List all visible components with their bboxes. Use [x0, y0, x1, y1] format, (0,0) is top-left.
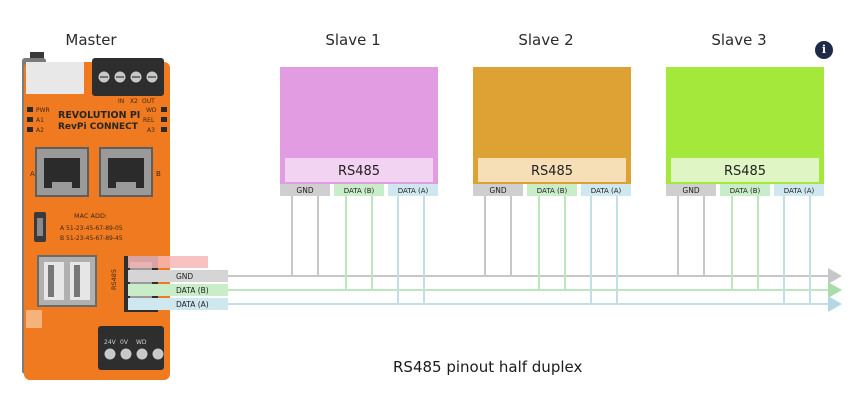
brand-line-2: RevPi CONNECT [58, 122, 139, 132]
usb-ports [37, 255, 97, 307]
wire-label-data-a: DATA (A) [176, 300, 209, 309]
terminal-label-wd: WD [136, 339, 147, 346]
slave-2-rs485-strip [478, 158, 626, 182]
slave-3-pin-data-b [720, 184, 770, 196]
bottom-terminal-block [98, 326, 164, 370]
slave-2-pin-data-a [581, 184, 631, 196]
terminal-label-in: IN [118, 98, 124, 105]
slave-1-pin-label-data-a: DATA (A) [398, 187, 429, 195]
slave-1-rs485-label: RS485 [338, 164, 380, 179]
info-icon[interactable]: i [815, 41, 833, 59]
wire-highlight-band [128, 256, 208, 268]
device-sticker [26, 310, 42, 328]
slave-1-rs485-strip [285, 158, 433, 182]
brand-line-1: REVOLUTION PI [58, 110, 140, 121]
slave-2-pin-data-b [527, 184, 577, 196]
diagram-caption: RS485 pinout half duplex [393, 358, 583, 376]
slave-2-pin-label-gnd: GND [489, 186, 506, 195]
slave-1-pin-label-gnd: GND [296, 186, 313, 195]
mac-b: B 51-23-45-67-89-45 [60, 235, 123, 242]
mac-a: A 51-23-45-67-89-05 [60, 225, 123, 232]
wire-tab-data-b [128, 284, 228, 296]
terminal-label-x2: X2 [130, 98, 138, 105]
terminal-label-0v: 0V [120, 339, 129, 346]
led-right-column [161, 107, 167, 132]
led-label-a3: A3 [147, 127, 155, 134]
slave-1-pin-data-b [334, 184, 384, 196]
slave-2-device [473, 67, 631, 304]
rail-clip-top [30, 52, 44, 60]
slave-3-rs485-label: RS485 [724, 164, 766, 179]
led-left-column [27, 107, 33, 132]
led-label-a2: A2 [36, 127, 44, 134]
mac-title: MAC ADD: [74, 212, 107, 220]
slave-1-pin-gnd [280, 184, 330, 196]
master-title: Master [65, 31, 117, 49]
wire-tab-gnd [128, 270, 228, 282]
slave-1-pin-data-a [388, 184, 438, 196]
slave-2-pin-label-data-b: DATA (B) [537, 187, 568, 195]
slave-3-device [666, 67, 824, 304]
slave-2-title: Slave 2 [518, 31, 574, 49]
ethernet-port-a [35, 147, 89, 197]
top-terminal-block [92, 58, 164, 96]
slave-2-rs485-label: RS485 [531, 164, 573, 179]
ethernet-port-b [99, 147, 153, 197]
port-label-b: B [156, 170, 161, 178]
slave-3-pin-gnd [666, 184, 716, 196]
terminal-label-24v: 24V [104, 339, 117, 346]
slave-1-pin-label-data-b: DATA (B) [344, 187, 375, 195]
terminal-label-out: OUT [142, 98, 155, 105]
slave-3-pin-label-data-b: DATA (B) [730, 187, 761, 195]
slave-3-pin-data-a [774, 184, 824, 196]
slave-1-title: Slave 1 [325, 31, 381, 49]
slave-3-title: Slave 3 [711, 31, 767, 49]
led-label-pwr: PWR [36, 107, 50, 114]
slave-1-device [280, 67, 438, 304]
slave-2-pin-gnd [473, 184, 523, 196]
slave-3-pin-label-data-a: DATA (A) [784, 187, 815, 195]
wire-label-gnd: GND [176, 272, 193, 281]
device-top-panel [26, 62, 84, 94]
wire-label-data-b: DATA (B) [176, 286, 209, 295]
master-wire-tabs [128, 270, 228, 310]
slave-3-pin-label-gnd: GND [682, 186, 699, 195]
led-label-a1: A1 [36, 117, 44, 124]
port-label-a: A [30, 170, 35, 178]
led-label-rel: REL [143, 117, 155, 124]
slave-3-rs485-strip [671, 158, 819, 182]
slave-2-pin-label-data-a: DATA (A) [591, 187, 622, 195]
wire-tab-data-a [128, 298, 228, 310]
led-label-wd: WD [146, 107, 157, 114]
rs485-device-label: RS485 [110, 269, 118, 290]
